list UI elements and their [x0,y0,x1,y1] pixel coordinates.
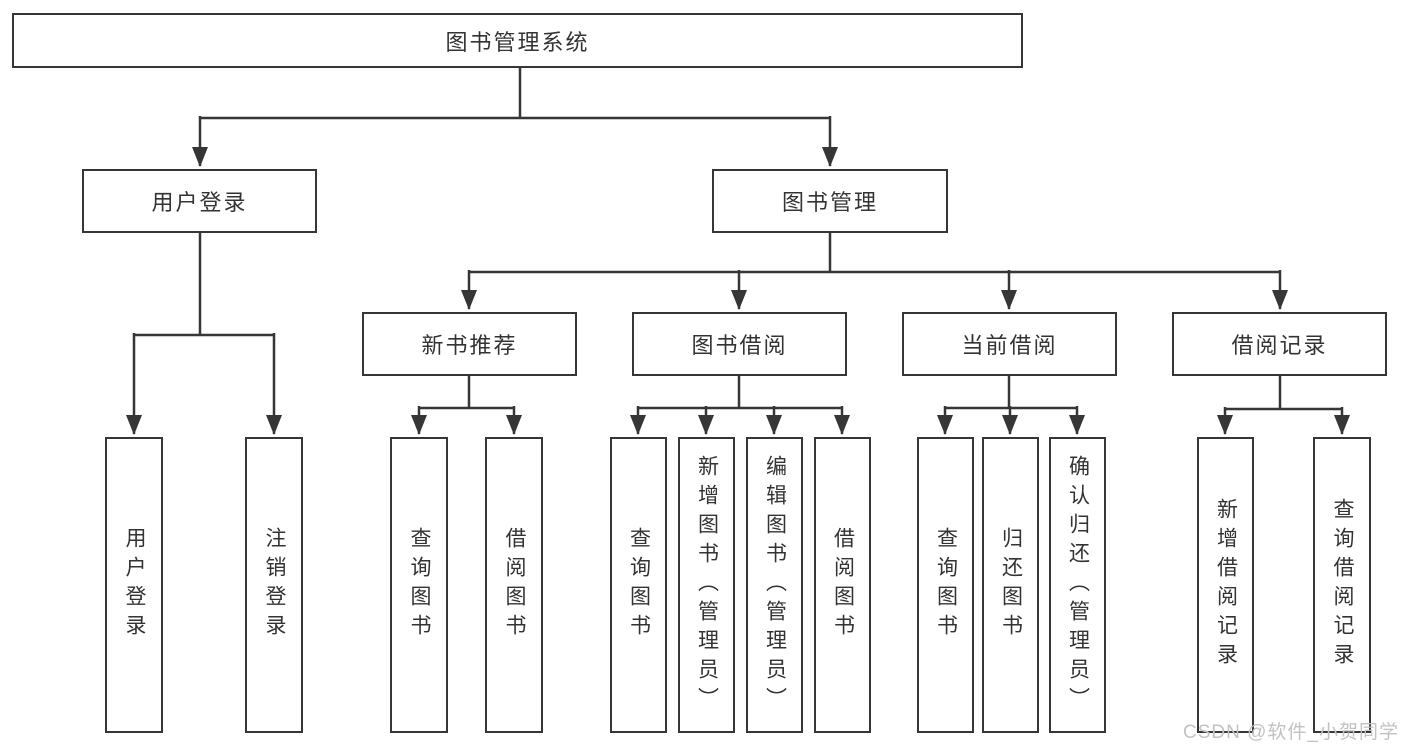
leaf-current-return-books: 归还图书 [982,437,1039,733]
leaf-newbook-query-books: 查询图书 [390,437,448,733]
leaf-current-confirm-return-admin: 确认归还（管理员） [1049,437,1106,733]
leaf-borrow-borrow-books: 借阅图书 [814,437,871,733]
node-new-book-recommend: 新书推荐 [362,312,577,376]
node-book-management: 图书管理 [712,169,948,233]
node-borrow-records: 借阅记录 [1172,312,1387,376]
leaf-logout: 注销登录 [245,437,303,733]
leaf-borrow-edit-books-admin: 编辑图书（管理员） [746,437,803,733]
leaf-borrow-query-books: 查询图书 [610,437,667,733]
leaf-borrow-add-books-admin: 新增图书（管理员） [678,437,735,733]
leaf-records-query-record: 查询借阅记录 [1313,437,1371,733]
node-current-borrow: 当前借阅 [902,312,1117,376]
csdn-watermark: CSDN @软件_小贺同学 [1183,722,1399,743]
leaf-newbook-borrow-books: 借阅图书 [485,437,543,733]
node-book-borrow: 图书借阅 [632,312,847,376]
leaf-current-query-books: 查询图书 [917,437,974,733]
leaf-user-login: 用户登录 [105,437,163,733]
node-system-root: 图书管理系统 [12,13,1023,68]
leaf-records-add-record: 新增借阅记录 [1197,437,1254,733]
node-user-login: 用户登录 [82,169,317,233]
